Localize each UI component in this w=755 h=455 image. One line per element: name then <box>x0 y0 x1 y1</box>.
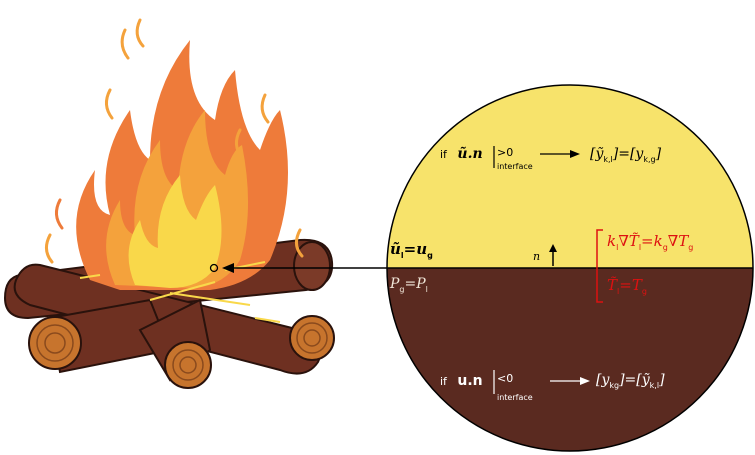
log-left <box>28 298 172 374</box>
bottom-result-arrow <box>580 377 590 385</box>
result-sub: k,l <box>603 154 613 164</box>
top-result-arrow <box>570 150 580 158</box>
eq-sub: l <box>616 243 619 252</box>
campfire <box>3 18 335 389</box>
eq-part: T̃ <box>607 276 618 294</box>
eq-sub: l <box>638 243 642 252</box>
bottom-result: [ykg]=[ỹk,l] <box>596 372 665 390</box>
interface-subscript: interface <box>497 393 533 402</box>
eq-part: k <box>607 232 617 250</box>
log-middle <box>138 298 212 389</box>
zoom-circle <box>386 84 754 452</box>
flame <box>45 18 304 290</box>
result-sub: k,l <box>649 380 660 390</box>
eq-sub: l <box>425 284 428 294</box>
bottom-condition: if u.n <box>440 373 483 389</box>
eq-sub: g <box>641 287 647 296</box>
eq-part: =u <box>403 240 428 258</box>
if-label: if <box>440 375 447 388</box>
eq-sub: g <box>399 284 405 294</box>
eq-part: ũ <box>390 240 401 258</box>
eq-part: =P <box>404 276 426 292</box>
eq-part: =k <box>641 232 663 250</box>
interface-subscript: interface <box>497 162 533 171</box>
eq-part: =T <box>619 276 642 294</box>
gas-phase-region <box>387 85 753 268</box>
result-part: ] <box>655 146 662 162</box>
top-result: [ỹk,l]=[yk,g] <box>590 146 661 164</box>
velocity-continuity: ũl=ug <box>390 240 433 260</box>
result-part: [y <box>596 372 610 388</box>
eq-sub: g <box>662 243 668 252</box>
eq-part: P <box>390 276 400 292</box>
result-sub: kg <box>609 380 620 390</box>
solid-phase-region <box>387 268 753 451</box>
heat-flux-continuity: kl∇T̃l=kg∇Tg <box>607 232 693 252</box>
top-condition: if ũ.n <box>440 146 483 162</box>
negative-relation: <0 <box>497 372 514 385</box>
result-part: ]=[y <box>612 146 644 162</box>
eq-part: ∇T <box>667 232 689 250</box>
result-sub: k,g <box>643 154 656 164</box>
eq-sub: g <box>688 243 694 252</box>
velocity-normal-term: ũ.n <box>457 146 483 162</box>
normal-label: n <box>533 250 541 263</box>
temperature-continuity: T̃l=Tg <box>607 276 647 296</box>
result-part: ] <box>659 372 665 388</box>
if-label: if <box>440 148 447 161</box>
positive-relation: >0 <box>497 146 514 159</box>
eq-sub: l <box>400 251 404 260</box>
result-part: [ỹ <box>590 146 604 162</box>
velocity-normal-term: u.n <box>457 373 483 389</box>
eq-sub: l <box>617 287 620 296</box>
thermal-bracket <box>596 229 603 303</box>
eq-part: ∇T̃ <box>618 232 639 250</box>
eq-sub: g <box>427 251 433 260</box>
pressure-continuity: Pg=Pl <box>390 276 428 294</box>
result-part: ]=[ỹ <box>619 372 650 388</box>
zoom-marker <box>209 263 219 273</box>
